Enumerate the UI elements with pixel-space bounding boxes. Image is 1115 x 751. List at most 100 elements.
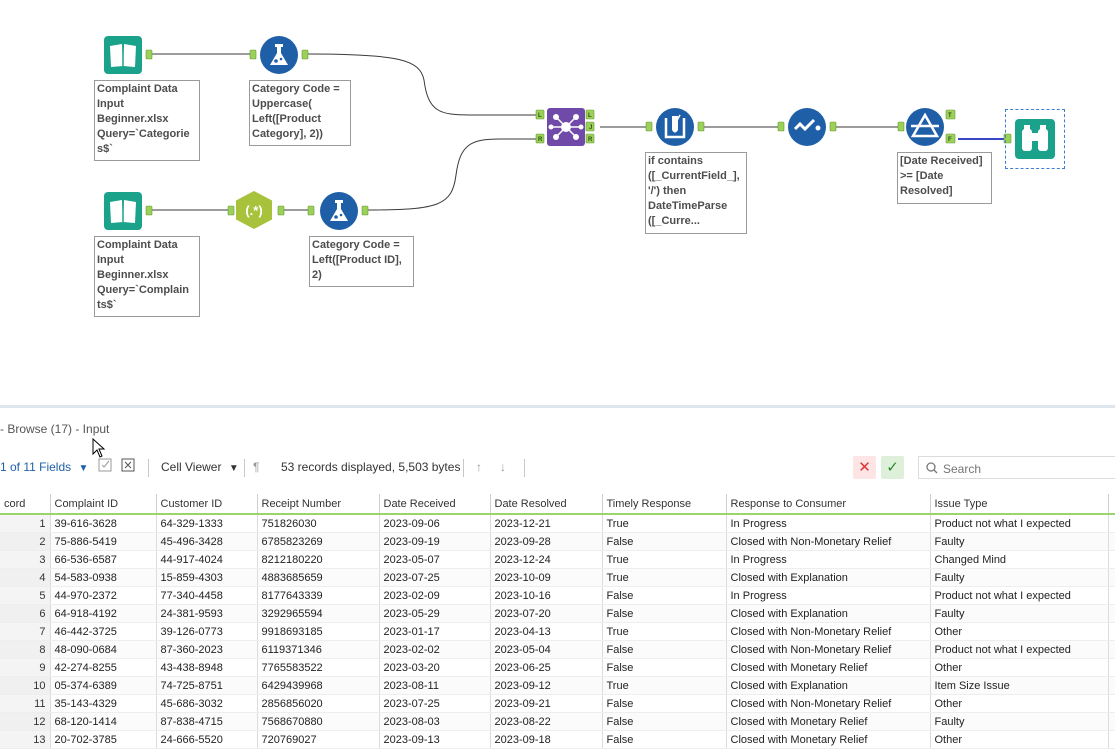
table-cell[interactable]: 2023-02-02 (379, 640, 491, 659)
table-cell[interactable]: 4883685659 (257, 568, 380, 587)
table-cell[interactable]: 2023-03-20 (379, 658, 491, 677)
search-input[interactable] (941, 459, 1105, 478)
table-cell[interactable]: Closed with Monetary Relief (726, 658, 931, 677)
table-cell[interactable]: 15-859-4303 (156, 568, 258, 587)
table-cell[interactable]: False (602, 694, 727, 713)
record-number-cell[interactable]: 5 (0, 586, 51, 605)
fields-selector-dropdown[interactable]: 1 of 11 Fields ▼ (0, 460, 88, 474)
table-cell[interactable]: Closed with Non-Monetary Relief (726, 694, 931, 713)
record-number-cell[interactable]: 10 (0, 676, 51, 695)
table-cell[interactable]: 8177643339 (257, 586, 380, 605)
table-cell[interactable]: 2023-12-21 (490, 514, 603, 533)
table-cell[interactable]: 8212180220 (257, 550, 380, 569)
table-cell[interactable]: In Progress (726, 550, 931, 569)
regex-tool[interactable]: (.*) (234, 191, 274, 229)
table-cell[interactable]: 6119371346 (257, 640, 380, 659)
table-cell[interactable]: 24-381-9593 (156, 604, 258, 623)
column-header[interactable]: Issue Type (930, 494, 1109, 515)
column-header[interactable]: Complaint ID (50, 494, 157, 515)
multi-field-formula-tool[interactable] (656, 108, 694, 146)
table-cell[interactable]: 2023-12-24 (490, 550, 603, 569)
table-cell[interactable]: 2023-10-09 (490, 568, 603, 587)
table-cell[interactable]: True (602, 568, 727, 587)
table-cell[interactable]: 2023-05-04 (490, 640, 603, 659)
table-cell[interactable]: Product not what I expected (930, 586, 1109, 605)
table-cell[interactable]: False (602, 640, 727, 659)
search-box[interactable] (918, 456, 1115, 479)
table-cell[interactable]: 77-340-4458 (156, 586, 258, 605)
column-header[interactable]: Customer ID (156, 494, 258, 515)
table-cell[interactable]: Product not what I expected (930, 514, 1109, 533)
table-cell[interactable]: Product not what I expected (930, 640, 1109, 659)
table-cell[interactable]: 87-838-4715 (156, 712, 258, 731)
table-cell[interactable]: 7568670880 (257, 712, 380, 731)
workflow-canvas[interactable]: L R L J R T F Complaint Data Input Begin… (0, 0, 1115, 405)
join-tool[interactable] (547, 108, 585, 146)
table-cell[interactable]: 46-442-3725 (50, 622, 157, 641)
record-number-cell[interactable]: 6 (0, 604, 51, 623)
table-cell[interactable]: 44-917-4024 (156, 550, 258, 569)
paragraph-icon[interactable]: ¶ (253, 460, 260, 474)
table-cell[interactable]: False (602, 586, 727, 605)
record-number-cell[interactable]: 11 (0, 694, 51, 713)
table-cell[interactable]: 2023-09-28 (490, 532, 603, 551)
table-cell[interactable]: Item Size Issue (930, 676, 1109, 695)
table-cell[interactable]: Closed with Non-Monetary Relief (726, 532, 931, 551)
table-cell[interactable]: 2023-04-13 (490, 622, 603, 641)
table-cell[interactable]: 7765583522 (257, 658, 380, 677)
table-cell[interactable]: 2023-07-20 (490, 604, 603, 623)
record-number-cell[interactable]: 7 (0, 622, 51, 641)
table-cell[interactable]: 75-886-5419 (50, 532, 157, 551)
table-cell[interactable]: Other (930, 694, 1109, 713)
table-cell[interactable]: 2023-09-19 (379, 532, 491, 551)
arrow-down-icon[interactable]: ↓ (500, 460, 506, 474)
record-number-cell[interactable]: 13 (0, 730, 51, 749)
table-cell[interactable]: 39-126-0773 (156, 622, 258, 641)
table-cell[interactable]: 74-725-8751 (156, 676, 258, 695)
table-cell[interactable]: 6785823269 (257, 532, 380, 551)
record-number-cell[interactable]: 8 (0, 640, 51, 659)
table-cell[interactable]: 2023-07-25 (379, 694, 491, 713)
column-header[interactable]: Receipt Number (257, 494, 380, 515)
table-cell[interactable]: 9918693185 (257, 622, 380, 641)
record-number-cell[interactable]: 12 (0, 712, 51, 731)
table-cell[interactable]: 2023-09-21 (490, 694, 603, 713)
table-cell[interactable]: 2023-09-18 (490, 730, 603, 749)
table-cell[interactable]: True (602, 514, 727, 533)
table-cell[interactable]: 64-918-4192 (50, 604, 157, 623)
column-header[interactable]: Timely Response (602, 494, 727, 515)
cell-viewer-dropdown[interactable]: Cell Viewer ▼ (161, 460, 239, 474)
table-cell[interactable]: Closed with Monetary Relief (726, 730, 931, 749)
table-cell[interactable]: 2023-08-22 (490, 712, 603, 731)
table-cell[interactable]: 2023-02-09 (379, 586, 491, 605)
table-cell[interactable]: 45-686-3032 (156, 694, 258, 713)
table-cell[interactable]: 43-438-8948 (156, 658, 258, 677)
record-number-cell[interactable]: 3 (0, 550, 51, 569)
input-data-tool-1[interactable] (104, 36, 142, 74)
table-cell[interactable]: False (602, 730, 727, 749)
table-cell[interactable]: 48-090-0684 (50, 640, 157, 659)
table-cell[interactable]: 2023-05-07 (379, 550, 491, 569)
filter-tool[interactable] (906, 108, 944, 146)
table-cell[interactable]: 2856856020 (257, 694, 380, 713)
table-cell[interactable]: 2023-01-17 (379, 622, 491, 641)
column-header[interactable]: cord (0, 494, 51, 515)
table-cell[interactable]: 68-120-1414 (50, 712, 157, 731)
browse-tool-selected[interactable] (1005, 109, 1065, 169)
table-cell[interactable]: True (602, 550, 727, 569)
table-cell[interactable]: 2023-09-12 (490, 676, 603, 695)
table-cell[interactable]: 05-374-6389 (50, 676, 157, 695)
table-cell[interactable]: 44-970-2372 (50, 586, 157, 605)
table-cell[interactable]: In Progress (726, 586, 931, 605)
table-cell[interactable]: 2023-10-16 (490, 586, 603, 605)
column-header[interactable]: Date Received (379, 494, 491, 515)
table-cell[interactable]: Faulty (930, 532, 1109, 551)
